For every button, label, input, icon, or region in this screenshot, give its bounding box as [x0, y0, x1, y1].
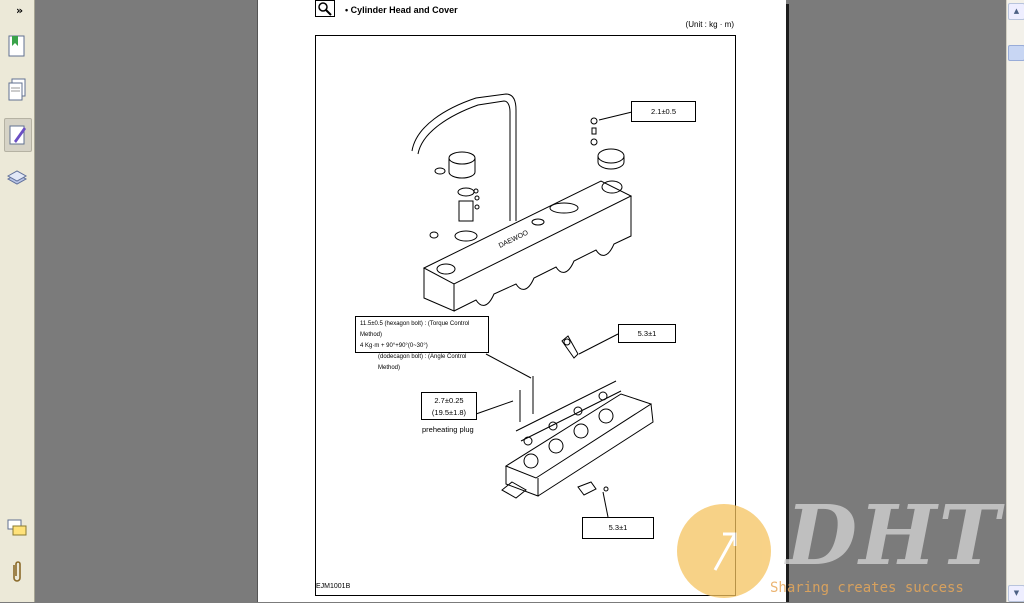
- layers-icon: [6, 170, 28, 185]
- svg-text:DAEWOO: DAEWOO: [498, 229, 530, 250]
- bolt-note-line-1: 11.5±0.5 (hexagon bolt) : (Torque Contro…: [360, 321, 470, 338]
- vertical-scrollbar[interactable]: ▲ ▼: [1006, 0, 1024, 602]
- comments-icon: [7, 519, 27, 536]
- attachments-button[interactable]: [4, 556, 30, 588]
- preheating-plug-label: preheating plug: [422, 425, 474, 434]
- section-title: • Cylinder Head and Cover: [345, 5, 458, 15]
- layers-button[interactable]: [4, 162, 30, 194]
- torque-callout-bracket: 5.3±1: [618, 324, 676, 343]
- signatures-icon: [9, 125, 26, 145]
- signatures-button[interactable]: [4, 118, 32, 152]
- plug-torque-line-2: (19.5±1.8): [431, 408, 467, 417]
- bolt-note-line-2: 4 Kg·m + 90°+90°(0~30°): [360, 343, 428, 349]
- document-page: • Cylinder Head and Cover (Unit : kg · m…: [257, 0, 786, 602]
- pages-button[interactable]: [4, 74, 30, 106]
- scroll-thumb[interactable]: [1008, 45, 1024, 61]
- page-shadow: [786, 4, 789, 602]
- pages-icon: [8, 78, 26, 101]
- torque-callout-top: 2.1±0.5: [631, 101, 696, 122]
- arrow-icon: [713, 532, 737, 571]
- scroll-down-icon[interactable]: ▼: [1008, 585, 1024, 602]
- unit-label: (Unit : kg · m): [685, 20, 734, 29]
- plug-torque-line-1: 2.7±0.25: [434, 396, 464, 405]
- figure-frame: DAEWOO: [315, 35, 736, 596]
- bookmarks-icon: [8, 35, 25, 57]
- expand-pane-icon[interactable]: »: [16, 4, 24, 17]
- paperclip-icon: [13, 561, 21, 582]
- watermark-brand: DHT: [786, 488, 1002, 584]
- scroll-up-icon[interactable]: ▲: [1008, 3, 1024, 20]
- wrench-icon: [315, 0, 335, 17]
- head-bolt-torque-note: 11.5±0.5 (hexagon bolt) : (Torque Contro…: [355, 316, 489, 371]
- bookmarks-button[interactable]: [4, 30, 30, 62]
- torque-callout-bottom: 5.3±1: [582, 517, 654, 539]
- watermark-logo: [677, 504, 771, 598]
- bolt-note-line-3: (dodecagon bolt) : (Angle Control Method…: [378, 354, 467, 371]
- navigation-pane: »: [0, 0, 35, 602]
- exploded-view-drawing: DAEWOO: [411, 93, 654, 518]
- comments-button[interactable]: [4, 512, 30, 544]
- figure-code: EJM1001B: [316, 583, 351, 590]
- watermark-tagline: Sharing creates success: [770, 580, 964, 596]
- preheating-plug-torque: 2.7±0.25 (19.5±1.8): [421, 392, 477, 420]
